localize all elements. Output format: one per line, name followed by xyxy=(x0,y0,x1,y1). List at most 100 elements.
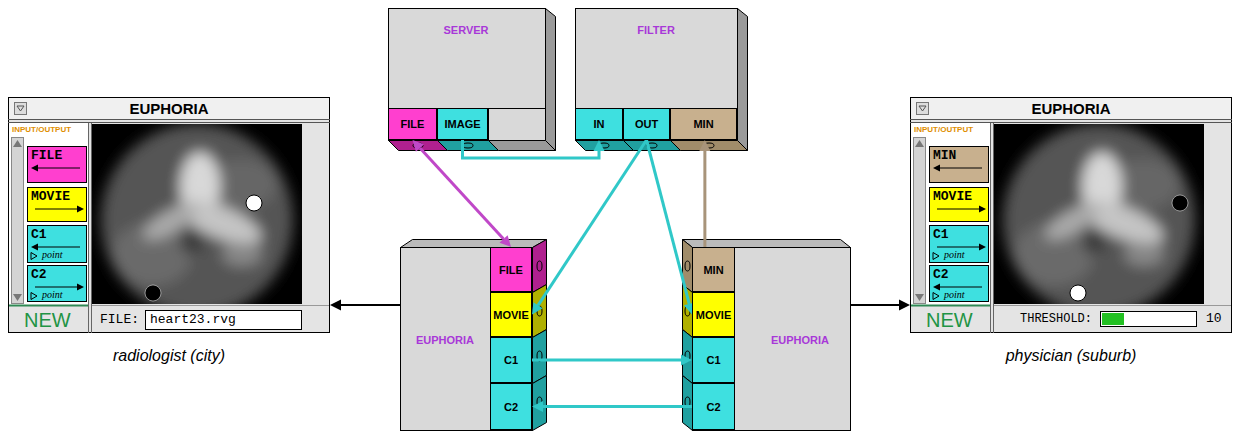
connector-line xyxy=(463,140,600,158)
port-label: C2 xyxy=(706,401,720,413)
port-label: C2 xyxy=(504,401,518,413)
module-port: IN xyxy=(575,108,623,140)
port-label: C1 xyxy=(504,354,518,366)
io-item: FILE xyxy=(27,146,87,183)
connector xyxy=(532,401,692,412)
socket-ring xyxy=(685,261,690,271)
field-label: FILE: xyxy=(100,312,139,327)
io-arrow-head xyxy=(31,165,38,172)
io-arrow-line xyxy=(937,287,982,288)
port-socket xyxy=(489,141,556,151)
module-port: MOVIE xyxy=(692,292,735,337)
arrow-head xyxy=(594,140,605,151)
window-title: EUPHORIA xyxy=(1031,100,1110,117)
slider-fill xyxy=(1102,313,1124,325)
connector-line xyxy=(420,148,504,239)
io-arrow-line xyxy=(937,247,982,248)
io-expander xyxy=(933,293,939,300)
file-name: heart23.rvg xyxy=(150,312,236,327)
arrow-head xyxy=(413,140,424,152)
module-port: MIN xyxy=(692,247,735,292)
port-label: FILE xyxy=(499,264,523,276)
port-label: MOVIE xyxy=(493,309,528,321)
io-item: C1point xyxy=(929,225,989,263)
io-arrow-head xyxy=(77,284,84,291)
connector xyxy=(850,299,910,310)
module-block: SERVER FILE IMAGE xyxy=(388,8,545,140)
connector xyxy=(532,140,647,315)
connector-line xyxy=(341,304,400,306)
arrow-head xyxy=(330,299,341,310)
port-label: MIN xyxy=(703,264,723,276)
arrow-head xyxy=(899,299,910,310)
module-block: FILTERINOUTMIN xyxy=(575,8,737,140)
module-port: IMAGE xyxy=(437,108,488,140)
block-body xyxy=(389,9,546,141)
window-frame xyxy=(8,98,330,334)
io-name: C1 xyxy=(31,227,47,242)
io-arrow-line xyxy=(35,287,80,288)
module-port: OUT xyxy=(623,108,670,140)
socket-ring xyxy=(463,143,473,148)
module-port: FILE xyxy=(388,108,437,140)
port-label: FILE xyxy=(401,118,425,130)
io-arrow-line xyxy=(35,168,80,169)
io-type: point xyxy=(944,289,965,300)
arrow-head xyxy=(532,401,543,412)
module-port: MOVIE xyxy=(490,292,532,337)
port-socket xyxy=(683,376,693,431)
io-name: C1 xyxy=(933,227,949,242)
module-name: EUPHORIA xyxy=(771,334,829,346)
io-arrow-head xyxy=(933,284,940,291)
block-body xyxy=(576,9,738,141)
caption: physician (suburb) xyxy=(1006,347,1137,365)
module-port: C1 xyxy=(692,337,735,383)
io-arrow-head xyxy=(77,206,84,213)
connector xyxy=(647,140,695,315)
new-button-label: NEW xyxy=(24,309,71,332)
window-title: EUPHORIA xyxy=(129,100,208,117)
io-arrow-head xyxy=(979,244,986,251)
io-name: FILE xyxy=(31,148,62,163)
io-arrow-line xyxy=(35,247,80,248)
block-side xyxy=(546,9,556,151)
port-socket xyxy=(533,285,547,338)
marker-dot xyxy=(1172,195,1188,211)
io-arrow-line xyxy=(35,209,80,210)
port-socket xyxy=(671,141,748,151)
marker-dot xyxy=(145,285,161,301)
block-body xyxy=(693,248,851,431)
connector xyxy=(532,355,692,366)
connector-line xyxy=(647,140,690,304)
port-socket xyxy=(533,330,547,384)
marker-dot xyxy=(1070,285,1086,301)
io-expander xyxy=(31,253,37,260)
io-type: point xyxy=(42,249,63,260)
port-label: IN xyxy=(594,118,605,130)
port-label: C1 xyxy=(706,354,720,366)
connector xyxy=(463,140,605,158)
io-type: point xyxy=(42,289,63,300)
port-socket xyxy=(533,376,547,431)
io-name: MIN xyxy=(933,148,956,163)
io-item: C1 point xyxy=(27,225,87,263)
port-socket xyxy=(533,240,547,293)
scan-image xyxy=(92,124,302,316)
io-arrow-line xyxy=(937,168,982,169)
port-label: MIN xyxy=(693,118,713,130)
text-field: heart23.rvg xyxy=(145,310,302,330)
io-item: C2point xyxy=(929,265,989,302)
module-name: SERVER xyxy=(443,24,488,36)
connector-line xyxy=(532,359,681,362)
module-block: EUPHORIA FILE MOVIE C1C2 xyxy=(400,247,532,430)
module-name: EUPHORIA xyxy=(416,334,474,346)
io-item: C2point xyxy=(27,265,87,302)
arrow-head xyxy=(500,235,511,247)
io-name: MOVIE xyxy=(933,189,972,204)
io-arrow-head xyxy=(933,165,940,172)
module-port: C2 xyxy=(692,383,735,430)
port-label: OUT xyxy=(635,118,658,130)
panel-heading: INPUT/OUTPUT xyxy=(12,125,71,134)
window-frame xyxy=(910,98,1232,334)
